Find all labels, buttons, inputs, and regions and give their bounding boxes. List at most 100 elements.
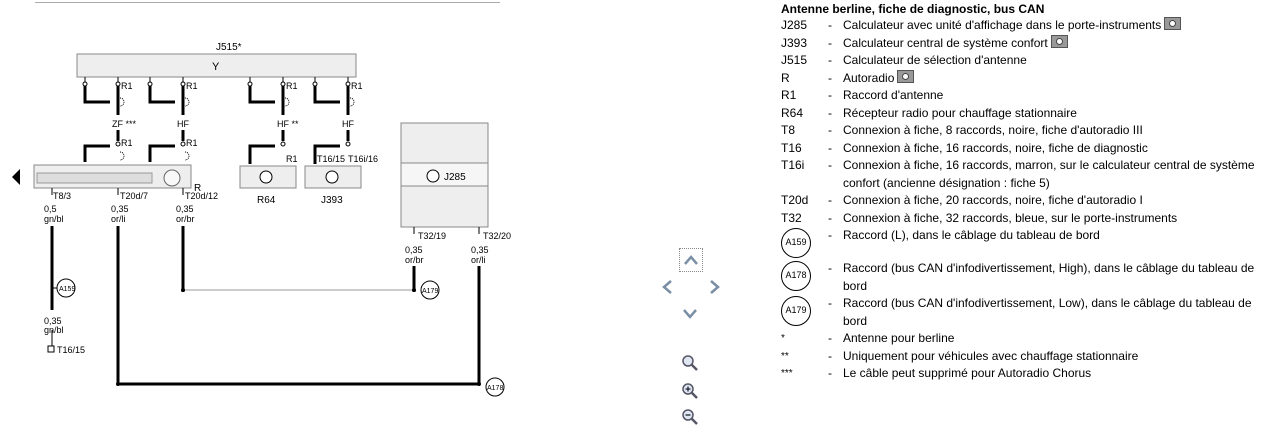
legend-note-marker: * <box>781 333 785 344</box>
legend-dash: - <box>828 140 832 155</box>
legend-note: ** -Uniquement pour véhicules avec chauff… <box>781 348 1276 366</box>
splice-symbol: A159 <box>781 228 811 258</box>
legend-dash: - <box>828 331 832 345</box>
svg-text:T20d/12: T20d/12 <box>185 191 218 201</box>
splice-symbol: A179 <box>781 296 811 326</box>
svg-text:or/br: or/br <box>405 255 424 265</box>
legend-note-marker: *** <box>781 368 793 379</box>
legend-items: J285-Calculateur avec unité d'affichage … <box>781 17 1276 227</box>
pan-right-button[interactable] <box>704 276 726 298</box>
svg-text:0,35: 0,35 <box>44 316 62 326</box>
pan-up-button[interactable] <box>679 248 703 272</box>
legend-description: Connexion à fiche, 20 raccords, noire, f… <box>843 193 1143 207</box>
legend-description: Connexion à fiche, 8 raccords, noire, fi… <box>843 123 1143 137</box>
svg-text:R1: R1 <box>286 81 298 91</box>
legend-code: T16 <box>781 140 802 155</box>
legend-dash: - <box>828 348 832 363</box>
legend-description: Connexion à fiche, 16 raccords, marron, … <box>843 158 1255 190</box>
legend-item: J515-Calculateur de sélection d'antenne <box>781 52 1276 70</box>
legend-note-marker: ** <box>781 350 789 362</box>
t16-15-label: T16/15 <box>317 154 345 164</box>
legend: Antenne berline, fiche de diagnostic, bu… <box>781 1 1276 383</box>
camera-icon[interactable] <box>1050 34 1068 48</box>
legend-note: *-Antenne pour berline <box>781 330 1276 348</box>
zoom-in-icon <box>682 383 698 399</box>
legend-code: T16i <box>781 158 805 172</box>
svg-text:A178: A178 <box>487 385 503 392</box>
chevron-up-icon <box>684 255 698 265</box>
svg-text:0,35: 0,35 <box>471 245 489 255</box>
legend-code: R1 <box>781 88 797 102</box>
j515-module <box>76 53 357 78</box>
svg-text:T32/20: T32/20 <box>483 231 511 241</box>
legend-code: R <box>781 70 790 85</box>
j393-symbol-icon <box>325 170 339 184</box>
j285-label: J285 <box>444 172 466 183</box>
j515-label: J515* <box>216 42 242 53</box>
zoom-out-icon <box>682 409 698 425</box>
legend-item: T16-Connexion à fiche, 16 raccords, noir… <box>781 140 1276 158</box>
pan-down-button[interactable] <box>679 303 701 325</box>
svg-text:R1: R1 <box>286 154 298 164</box>
legend-notes: *-Antenne pour berline**-Uniquement pour… <box>781 330 1276 383</box>
svg-text:0,35: 0,35 <box>111 204 129 214</box>
camera-icon[interactable] <box>897 69 915 83</box>
legend-code: A179 <box>781 295 828 328</box>
legend-dash: - <box>828 158 832 172</box>
legend-description: Raccord d'antenne <box>843 88 944 102</box>
legend-description: Raccord (bus CAN d'infodivertissement, L… <box>843 296 1252 328</box>
legend-item: J393 -Calculateur central de système conf… <box>781 34 1276 53</box>
svg-text:A159: A159 <box>59 286 75 293</box>
pan-left-button[interactable] <box>656 276 678 298</box>
legend-item: T8-Connexion à fiche, 8 raccords, noire,… <box>781 122 1276 140</box>
splice-a179 <box>420 280 440 300</box>
legend-dash: - <box>828 193 832 207</box>
zoom-icon <box>682 355 698 371</box>
legend-description: Uniquement pour véhicules avec chauffage… <box>843 348 1139 363</box>
svg-text:gn/bl: gn/bl <box>44 214 64 224</box>
svg-text:T8/3: T8/3 <box>53 191 71 201</box>
zoom-out-button[interactable] <box>679 406 701 428</box>
legend-description: Calculateur central de système confort <box>843 34 1276 53</box>
legend-dash: - <box>828 35 832 50</box>
svg-text:T32/19: T32/19 <box>418 231 446 241</box>
legend-code: A178 <box>781 260 828 293</box>
legend-title: Antenne berline, fiche de diagnostic, bu… <box>781 2 1045 16</box>
zoom-in-button[interactable] <box>679 380 701 402</box>
legend-dash: - <box>828 88 832 102</box>
camera-icon[interactable] <box>1164 17 1182 30</box>
chevron-left-icon <box>662 280 672 294</box>
legend-dash: - <box>828 70 832 85</box>
legend-item: R1 -Raccord d'antenne <box>781 87 1276 105</box>
svg-text:or/br: or/br <box>176 214 195 224</box>
legend-dash: - <box>828 228 832 242</box>
legend-code: J393 <box>781 35 808 50</box>
legend-item: J285-Calculateur avec unité d'affichage … <box>781 17 1276 35</box>
legend-splice-item: A178-Raccord (bus CAN d'infodivertisseme… <box>781 260 1276 295</box>
r64-label: R64 <box>257 195 276 206</box>
legend-dash: - <box>828 53 832 67</box>
legend-description: Raccord (bus CAN d'infodivertissement, H… <box>843 261 1255 293</box>
radio-knob-icon <box>163 169 181 187</box>
legend-splice-item: A179-Raccord (bus CAN d'infodivertisseme… <box>781 295 1276 330</box>
legend-item: T20d-Connexion à fiche, 20 raccords, noi… <box>781 192 1276 210</box>
j285-symbol-icon <box>426 169 440 183</box>
t16i-16-label: T16i/16 <box>348 154 378 164</box>
svg-text:gn/bl: gn/bl <box>44 325 64 335</box>
svg-text:R1: R1 <box>121 138 133 148</box>
legend-item: R-Autoradio <box>781 69 1276 88</box>
page-left-arrow-icon[interactable] <box>12 169 20 185</box>
legend-code: A159 <box>781 227 828 260</box>
legend-code: T32 <box>781 210 802 225</box>
zoom-button[interactable] <box>679 352 701 374</box>
svg-text:0,35: 0,35 <box>176 204 194 214</box>
r1-connector <box>82 77 125 115</box>
zf-label: ZF *** <box>112 119 137 129</box>
chevron-down-icon <box>683 309 697 319</box>
r1-connector <box>312 77 355 115</box>
legend-dash: - <box>828 123 832 137</box>
legend-description: Calculateur avec unité d'affichage dans … <box>843 17 1276 35</box>
svg-text:T20d/7: T20d/7 <box>120 191 148 201</box>
legend-item: T16i -Connexion à fiche, 16 raccords, mar… <box>781 157 1276 192</box>
legend-note: ***-Le câble peut supprimé pour Autoradi… <box>781 365 1276 383</box>
